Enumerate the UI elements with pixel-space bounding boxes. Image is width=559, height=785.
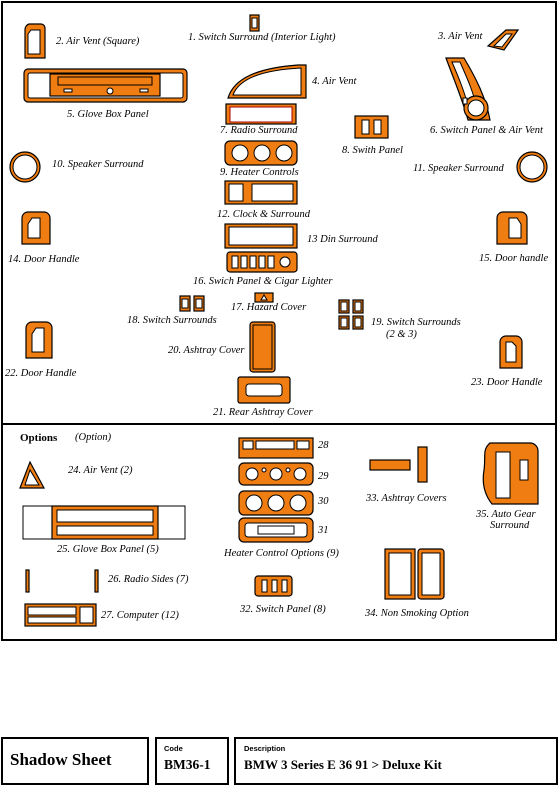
label-option-24: 24. Air Vent (2) <box>68 465 133 476</box>
option-27-computer <box>24 603 97 627</box>
label-option-31: 31 <box>318 525 329 536</box>
label-part-14: 14. Door Handle <box>8 254 80 265</box>
label-part-19-sub: (2 & 3) <box>386 329 417 340</box>
label-option-35: 35. Auto Gear <box>476 509 536 520</box>
label-part-6: 6. Switch Panel & Air Vent <box>430 125 543 136</box>
label-part-7: 7. Radio Surround <box>220 125 298 136</box>
option-26-radio-sides <box>25 569 99 593</box>
label-part-9: 9. Heater Controls <box>220 167 299 178</box>
options-divider <box>1 423 557 425</box>
footer-sheet-title-box: Shadow Sheet <box>1 737 149 785</box>
options-subtitle: (Option) <box>75 432 112 443</box>
label-part-12: 12. Clock & Surround <box>217 209 310 220</box>
label-option-35-sub: Surround <box>490 520 530 531</box>
part-5-glove-box-panel <box>23 68 188 103</box>
option-30-heater-control <box>238 490 314 516</box>
label-part-18: 18. Switch Surrounds <box>127 315 217 326</box>
label-part-13: 13 Din Surround <box>307 234 378 245</box>
label-option-26: 26. Radio Sides (7) <box>108 574 189 585</box>
part-15-door-handle <box>496 211 528 245</box>
parts-sheet-frame <box>1 1 557 641</box>
label-option-25: 25. Glove Box Panel (5) <box>57 544 159 555</box>
part-4-air-vent <box>227 64 307 99</box>
part-21-rear-ashtray-cover <box>237 376 291 404</box>
part-18-switch-surrounds <box>179 295 205 312</box>
label-part-1: 1. Switch Surround (Interior Light) <box>188 32 336 43</box>
label-part-17: 17. Hazard Cover <box>231 302 307 313</box>
label-part-23: 23. Door Handle <box>471 377 543 388</box>
part-17-hazard-cover <box>254 292 274 303</box>
code-caption: Code <box>164 744 183 753</box>
option-24-air-vent <box>19 460 46 489</box>
description-caption: Description <box>244 744 286 753</box>
part-19-switch-surrounds <box>338 299 364 330</box>
label-part-3: 3. Air Vent <box>438 31 483 42</box>
label-option-33: 33. Ashtray Covers <box>366 493 447 504</box>
code-value: BM36-1 <box>164 757 211 772</box>
part-9-heater-controls <box>224 140 298 166</box>
part-7-radio-surround <box>225 103 297 125</box>
label-heater-control-options: Heater Control Options (9) <box>224 548 339 559</box>
part-10-speaker-surround <box>9 151 41 183</box>
label-part-8: 8. Swith Panel <box>342 145 403 156</box>
part-22-door-handle <box>25 321 53 359</box>
label-part-19: 19. Switch Surrounds <box>371 317 461 328</box>
options-title: Options <box>20 432 58 444</box>
option-31-heater-control <box>238 517 314 543</box>
footer-description-box: Description BMW 3 Series E 36 91 > Delux… <box>234 737 558 785</box>
option-28-heater-control <box>238 437 314 459</box>
label-part-20: 20. Ashtray Cover <box>168 345 245 356</box>
label-part-11: 11. Speaker Surround <box>413 163 504 174</box>
label-option-30: 30 <box>318 496 329 507</box>
label-part-21: 21. Rear Ashtray Cover <box>213 407 313 418</box>
part-13-din-surround <box>224 223 298 249</box>
label-part-16: 16. Swich Panel & Cigar Lighter <box>193 276 333 287</box>
part-23-door-handle <box>499 335 523 369</box>
label-part-4: 4. Air Vent <box>312 76 357 87</box>
label-option-32: 32. Switch Panel (8) <box>240 604 326 615</box>
label-part-2: 2. Air Vent (Square) <box>56 36 140 47</box>
sheet-title: Shadow Sheet <box>10 750 112 769</box>
footer-code-box: Code BM36-1 <box>155 737 229 785</box>
option-29-heater-control <box>238 462 314 486</box>
label-option-29: 29 <box>318 471 329 482</box>
label-part-15: 15. Door handle <box>479 253 549 264</box>
part-12-clock-surround <box>224 180 298 205</box>
part-20-ashtray-cover <box>249 321 276 373</box>
part-6-switch-panel-air-vent <box>445 57 491 121</box>
description-value: BMW 3 Series E 36 91 > Deluxe Kit <box>244 757 442 772</box>
label-part-22: 22. Door Handle <box>5 368 77 379</box>
part-14-door-handle <box>21 211 51 245</box>
label-option-28: 28 <box>318 440 329 451</box>
part-16-switch-panel-cigar-lighter <box>226 251 298 273</box>
part-1-switch-surround <box>249 14 260 32</box>
part-2-air-vent-square <box>24 23 46 59</box>
option-33-ashtray-covers <box>369 446 428 483</box>
option-32-switch-panel <box>254 575 293 597</box>
option-25-glove-box-panel <box>22 505 186 540</box>
part-11-speaker-surround <box>516 151 548 183</box>
label-part-5: 5. Glove Box Panel <box>67 109 149 120</box>
label-option-27: 27. Computer (12) <box>101 610 179 621</box>
part-8-swith-panel <box>354 115 389 139</box>
part-3-air-vent <box>486 29 520 51</box>
option-35-auto-gear-surround <box>482 442 539 505</box>
label-part-10: 10. Speaker Surround <box>52 159 144 170</box>
label-option-34: 34. Non Smoking Option <box>365 608 469 619</box>
option-34-non-smoking <box>384 548 445 600</box>
